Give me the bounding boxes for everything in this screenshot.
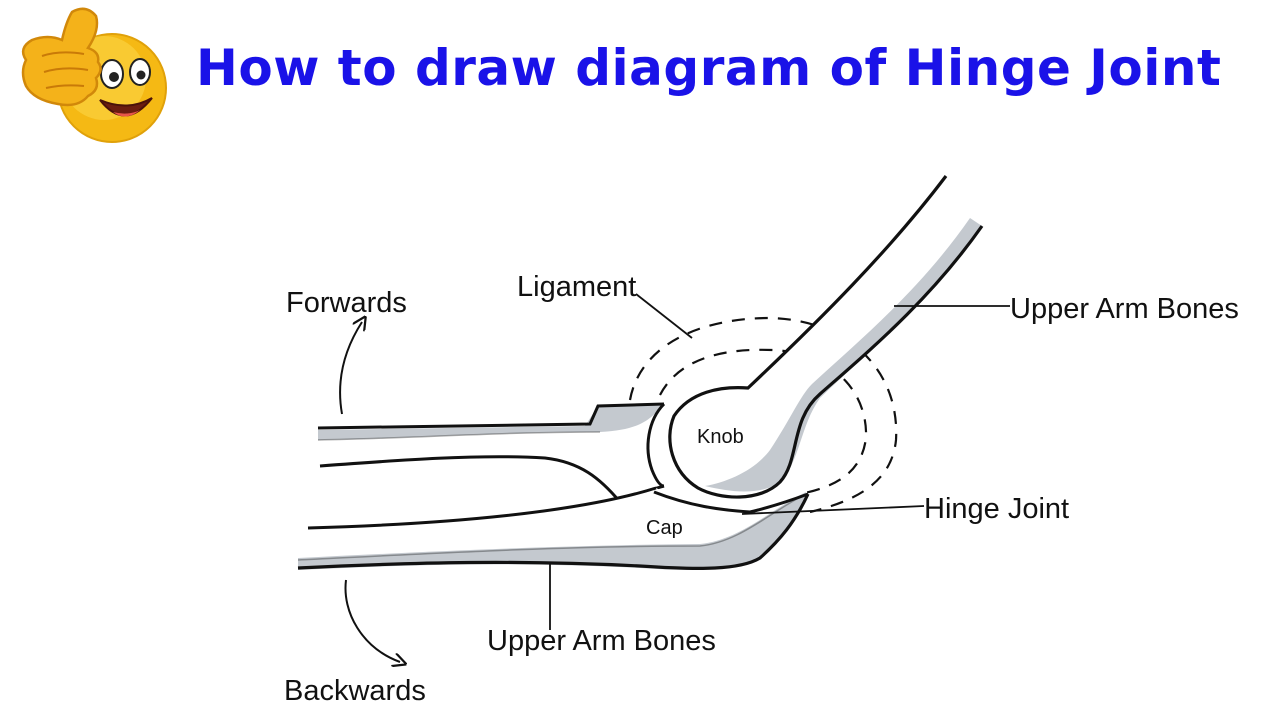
upper-arm-bones-bottom-label: Upper Arm Bones	[487, 625, 716, 657]
cap-bone	[307, 486, 770, 530]
backwards-label: Backwards	[284, 675, 426, 707]
upper-arm-bone	[668, 175, 984, 499]
cap-label: Cap	[646, 517, 683, 539]
knob-label: Knob	[697, 426, 744, 448]
upper-arm-bones-top-label: Upper Arm Bones	[1010, 293, 1239, 325]
ligament-label: Ligament	[517, 271, 636, 303]
hinge-joint-label: Hinge Joint	[924, 493, 1069, 525]
ligament-leader-line	[635, 293, 693, 339]
forwards-arrow	[339, 322, 362, 415]
thumbs-up-emoji-icon	[21, 7, 167, 143]
ligament-capsule	[628, 316, 898, 514]
forwards-label: Forwards	[286, 287, 407, 319]
page-title: How to draw diagram of Hinge Joint	[196, 39, 1222, 97]
forearm-lower-bone	[297, 490, 810, 570]
forearm-upper-bone	[317, 402, 666, 504]
hinge-joint-leader-line	[741, 505, 925, 515]
backwards-arrow	[344, 579, 400, 662]
